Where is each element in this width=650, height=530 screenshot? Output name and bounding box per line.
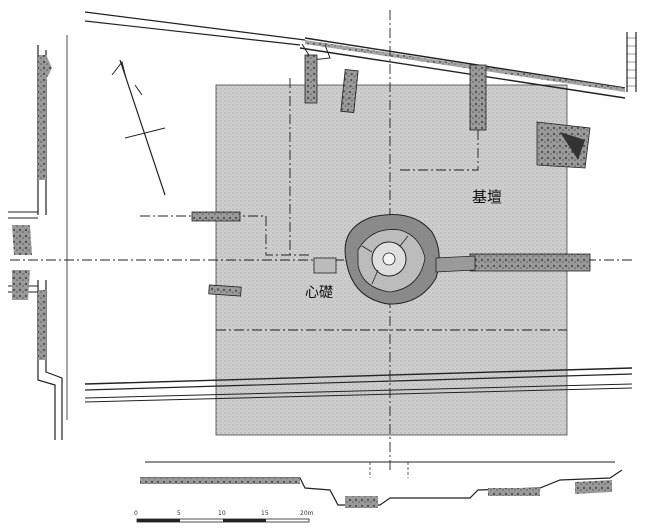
bottom-road	[84, 367, 633, 403]
scale-tick-5: 5	[177, 510, 181, 517]
scale-bar: 0 5 10 15 20m	[134, 510, 314, 523]
scale-tick-0: 0	[134, 510, 138, 517]
left-profile-wall	[8, 35, 68, 440]
section-profile	[140, 461, 623, 508]
top-wall	[84, 11, 626, 104]
core-stone-icon	[344, 214, 476, 305]
platform-label: 基壇	[472, 188, 502, 206]
north-arrow-icon	[111, 59, 166, 196]
scale-tick-10: 10	[218, 510, 226, 517]
right-edge-section	[626, 32, 637, 92]
core-stone-label: 心礎	[305, 285, 333, 301]
scale-tick-20: 20m	[300, 510, 314, 517]
scale-tick-15: 15	[261, 510, 269, 517]
